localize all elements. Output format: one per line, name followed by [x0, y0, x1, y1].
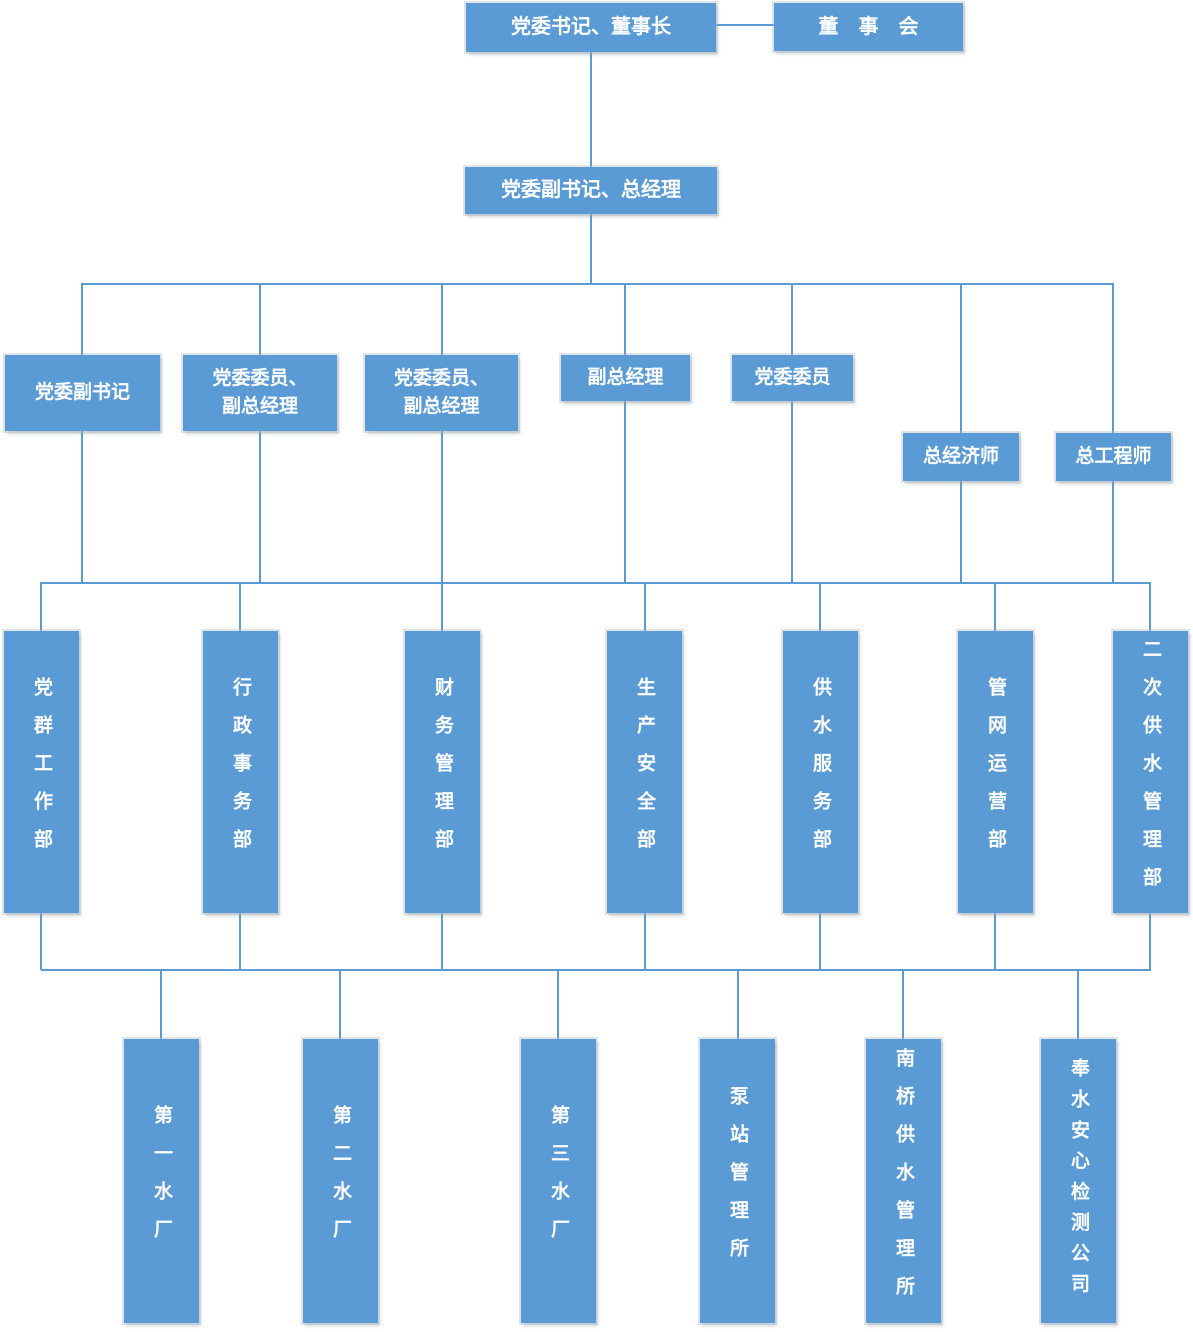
- connector-line: [160, 969, 162, 1039]
- connector-bus: [82, 283, 1114, 285]
- org-box-label: 奉水安心检测公司: [1068, 1057, 1089, 1305]
- org-box-label: 第三水厂: [548, 1105, 569, 1257]
- connector-line: [902, 969, 904, 1039]
- connector-line: [737, 969, 739, 1039]
- connector-line: [441, 283, 443, 355]
- org-box-label: 第一水厂: [151, 1105, 172, 1257]
- org-box-label: 党委委员: [754, 367, 831, 389]
- org-box-vice-gm: 副总经理: [561, 355, 690, 401]
- org-box-board: 董 事 会: [774, 3, 963, 51]
- org-box-label: 党群工作部: [31, 677, 52, 867]
- connector-bus: [41, 969, 1151, 971]
- connector-line: [1112, 283, 1114, 433]
- org-box-committee-member-vgm-1: 党委委员、 副总经理: [183, 355, 337, 431]
- org-box-label: 行政事务部: [230, 677, 251, 867]
- org-box-label: 总经济师: [922, 446, 999, 468]
- org-box-chief-economist: 总经济师: [903, 433, 1019, 481]
- org-box-unit-plant1: 第一水厂: [124, 1039, 199, 1323]
- connector-line: [994, 582, 996, 631]
- org-box-chairman: 党委书记、董事长: [466, 3, 716, 52]
- connector-line: [441, 582, 443, 631]
- connector-line: [994, 913, 996, 970]
- connector-line: [819, 582, 821, 631]
- org-box-deputy-party-secretary: 党委副书记: [5, 355, 160, 431]
- org-box-unit-pump-station: 泵站管理所: [700, 1039, 775, 1323]
- connector-line: [791, 401, 793, 582]
- org-box-label: 副总经理: [587, 367, 664, 389]
- org-box-label: 二次供水管理部: [1140, 639, 1161, 905]
- connector-line: [1112, 481, 1114, 582]
- org-box-dept-admin-affairs: 行政事务部: [203, 631, 278, 913]
- connector-line: [1149, 582, 1151, 631]
- connector-line: [239, 913, 241, 970]
- org-box-unit-plant2: 第二水厂: [303, 1039, 378, 1323]
- org-box-label: 党委委员、 副总经理: [393, 368, 489, 417]
- org-box-label: 党委副书记: [34, 382, 130, 404]
- org-box-dept-party-mass-work: 党群工作部: [4, 631, 79, 913]
- org-box-label: 党委副书记、总经理: [501, 179, 681, 201]
- connector-line: [81, 431, 83, 582]
- org-box-committee-member-vgm-2: 党委委员、 副总经理: [365, 355, 518, 431]
- connector-line: [1077, 969, 1079, 1039]
- org-box-dept-production-safety: 生产安全部: [607, 631, 682, 913]
- org-box-unit-plant3: 第三水厂: [521, 1039, 596, 1323]
- connector-line: [259, 283, 261, 355]
- connector-line: [644, 582, 646, 631]
- connector-bus: [41, 582, 1151, 584]
- org-box-label: 泵站管理所: [727, 1086, 748, 1276]
- connector-line: [441, 913, 443, 970]
- org-box-label: 董 事 会: [818, 15, 919, 38]
- connector-line: [624, 283, 626, 355]
- org-box-unit-fengshui-testing-co: 奉水安心检测公司: [1041, 1039, 1116, 1323]
- connector-line: [960, 283, 962, 433]
- org-box-label: 供水服务部: [810, 677, 831, 867]
- connector-line: [40, 582, 42, 631]
- org-box-unit-nanqiao-water-mgmt: 南桥供水管理所: [866, 1039, 941, 1323]
- connector-line: [791, 283, 793, 355]
- org-box-dept-finance-mgmt: 财务管理部: [405, 631, 480, 913]
- org-box-dept-pipe-network-ops: 管网运营部: [958, 631, 1033, 913]
- connector-line: [624, 401, 626, 582]
- org-box-label: 党委委员、 副总经理: [212, 368, 308, 417]
- org-box-label: 南桥供水管理所: [893, 1048, 914, 1314]
- connector-line: [557, 969, 559, 1039]
- connector-line: [644, 913, 646, 970]
- org-box-label: 管网运营部: [985, 677, 1006, 867]
- connector-line: [441, 431, 443, 582]
- connector-line: [590, 214, 592, 284]
- org-box-label: 财务管理部: [432, 677, 453, 867]
- connector-line: [716, 24, 774, 26]
- org-box-label: 党委书记、董事长: [511, 16, 671, 38]
- org-box-chief-engineer: 总工程师: [1056, 433, 1171, 481]
- connector-line: [1149, 913, 1151, 970]
- org-box-label: 总工程师: [1075, 446, 1152, 468]
- org-box-label: 第二水厂: [330, 1105, 351, 1257]
- connector-line: [819, 913, 821, 970]
- connector-line: [590, 52, 592, 167]
- connector-line: [239, 582, 241, 631]
- org-box-committee-member: 党委委员: [732, 355, 853, 401]
- org-box-general-manager: 党委副书记、总经理: [465, 167, 717, 214]
- org-box-label: 生产安全部: [634, 677, 655, 867]
- connector-line: [259, 431, 261, 582]
- connector-line: [339, 969, 341, 1039]
- connector-line: [960, 481, 962, 582]
- connector-line: [81, 283, 83, 355]
- connector-line: [40, 913, 42, 970]
- org-box-dept-water-supply-service: 供水服务部: [783, 631, 858, 913]
- org-box-dept-secondary-water-mgmt: 二次供水管理部: [1113, 631, 1188, 913]
